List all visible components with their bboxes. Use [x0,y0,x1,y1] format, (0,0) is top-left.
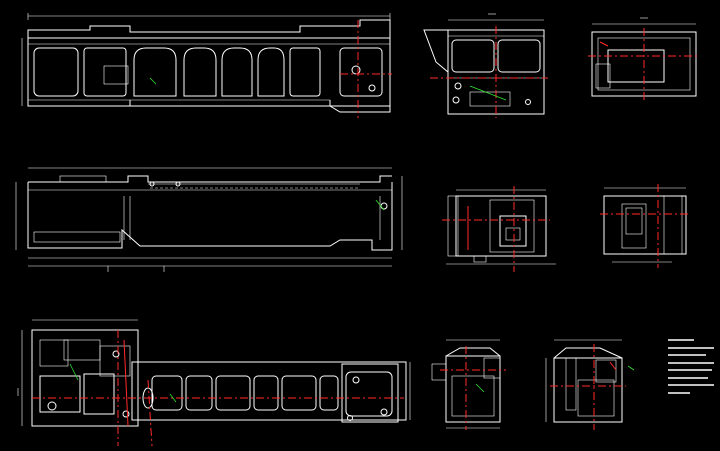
view-top-beam-elevation [21,13,392,118]
view-middle-right-section [600,184,690,268]
view-middle-beam-section [15,167,403,272]
technical-notes-block [668,339,714,394]
view-middle-center-section [442,186,556,272]
view-bottom-center-section [431,339,506,430]
view-top-middle-section [423,13,548,118]
view-bottom-beam-plan [17,319,411,447]
view-top-right-section [588,17,700,100]
view-bottom-right-section [545,339,635,430]
